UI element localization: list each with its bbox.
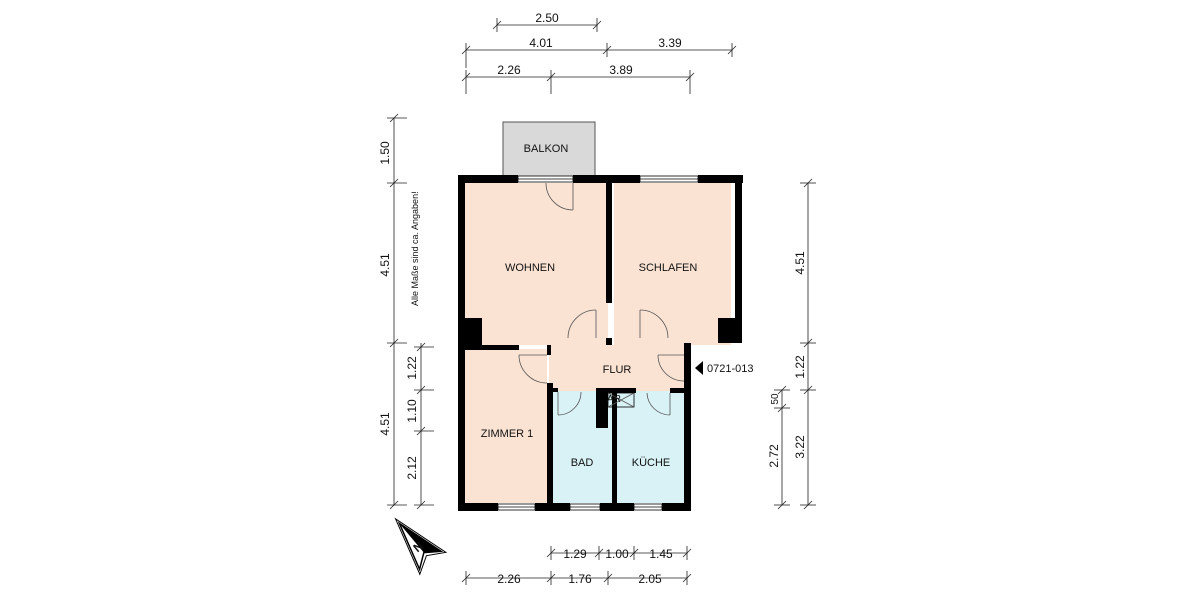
dimensions-top bbox=[461, 18, 737, 94]
dim-right-2-72: 2.72 bbox=[767, 444, 781, 468]
dim-right-3-22: 3.22 bbox=[793, 435, 807, 459]
dimensions-right bbox=[774, 178, 816, 510]
dimension-labels-top: 2.50 4.01 3.39 2.26 3.89 bbox=[497, 11, 682, 77]
dim-bottom-1-76: 1.76 bbox=[568, 572, 592, 586]
dim-left-1-50: 1.50 bbox=[378, 141, 392, 165]
door-swings bbox=[518, 182, 685, 416]
label-kueche: KÜCHE bbox=[632, 457, 671, 469]
room-zimmer1 bbox=[465, 349, 547, 503]
dimension-labels-bottom: 1.29 1.00 1.45 2.26 1.76 2.05 bbox=[497, 547, 673, 586]
dim-top-2-50: 2.50 bbox=[535, 11, 559, 25]
dimension-labels-left: 1.50 4.51 4.51 1.22 1.10 2.12 bbox=[378, 141, 419, 480]
label-balkon: BALKON bbox=[524, 143, 569, 155]
dim-top-3-89: 3.89 bbox=[609, 63, 633, 77]
room-wohnen bbox=[465, 183, 608, 345]
dim-top-3-39: 3.39 bbox=[658, 36, 682, 50]
dim-bottom-2-26: 2.26 bbox=[497, 572, 521, 586]
dim-bottom-2-05: 2.05 bbox=[638, 572, 662, 586]
label-flur: FLUR bbox=[603, 364, 632, 376]
dimensions-bottom bbox=[461, 546, 692, 585]
label-schlafen: SCHLAFEN bbox=[639, 262, 698, 274]
dim-left-4-51-top: 4.51 bbox=[378, 253, 392, 277]
room-kueche bbox=[617, 391, 684, 503]
dim-right-50: 50 bbox=[770, 393, 781, 405]
label-wohnen: WOHNEN bbox=[505, 262, 555, 274]
label-bad: BAD bbox=[571, 457, 594, 469]
dimensions-left bbox=[387, 113, 434, 510]
dim-left-2-12: 2.12 bbox=[405, 456, 419, 480]
label-zimmer1: ZIMMER 1 bbox=[481, 428, 534, 440]
dim-right-4-51: 4.51 bbox=[793, 251, 807, 275]
dim-left-1-22: 1.22 bbox=[405, 356, 419, 380]
dim-bottom-1-00: 1.00 bbox=[605, 547, 629, 561]
balcony-area bbox=[502, 121, 596, 179]
dim-left-4-51-bottom: 4.51 bbox=[378, 412, 392, 436]
dim-bottom-1-45: 1.45 bbox=[649, 547, 673, 561]
entrance-label: 0721-013 bbox=[707, 363, 754, 375]
windows bbox=[497, 175, 699, 511]
label-ar: AR bbox=[607, 394, 621, 405]
north-arrow-icon: N bbox=[394, 517, 448, 576]
room-labels: BALKON WOHNEN SCHLAFEN FLUR ZIMMER 1 BAD… bbox=[481, 143, 698, 469]
entrance-arrow-icon bbox=[695, 361, 703, 375]
room-fills bbox=[465, 121, 731, 503]
dim-right-1-22: 1.22 bbox=[793, 355, 807, 379]
dim-top-2-26: 2.26 bbox=[497, 63, 521, 77]
entrance-marker: 0721-013 bbox=[695, 361, 754, 375]
dim-left-1-10: 1.10 bbox=[405, 399, 419, 423]
dim-top-4-01: 4.01 bbox=[529, 36, 553, 50]
dimension-labels-right: 4.51 1.22 3.22 50 2.72 bbox=[767, 251, 807, 468]
dim-bottom-1-29: 1.29 bbox=[563, 547, 587, 561]
walls bbox=[458, 175, 743, 511]
room-schlafen bbox=[614, 183, 731, 345]
measurement-note: Alle Maße sind ca. Angaben! bbox=[410, 191, 420, 306]
